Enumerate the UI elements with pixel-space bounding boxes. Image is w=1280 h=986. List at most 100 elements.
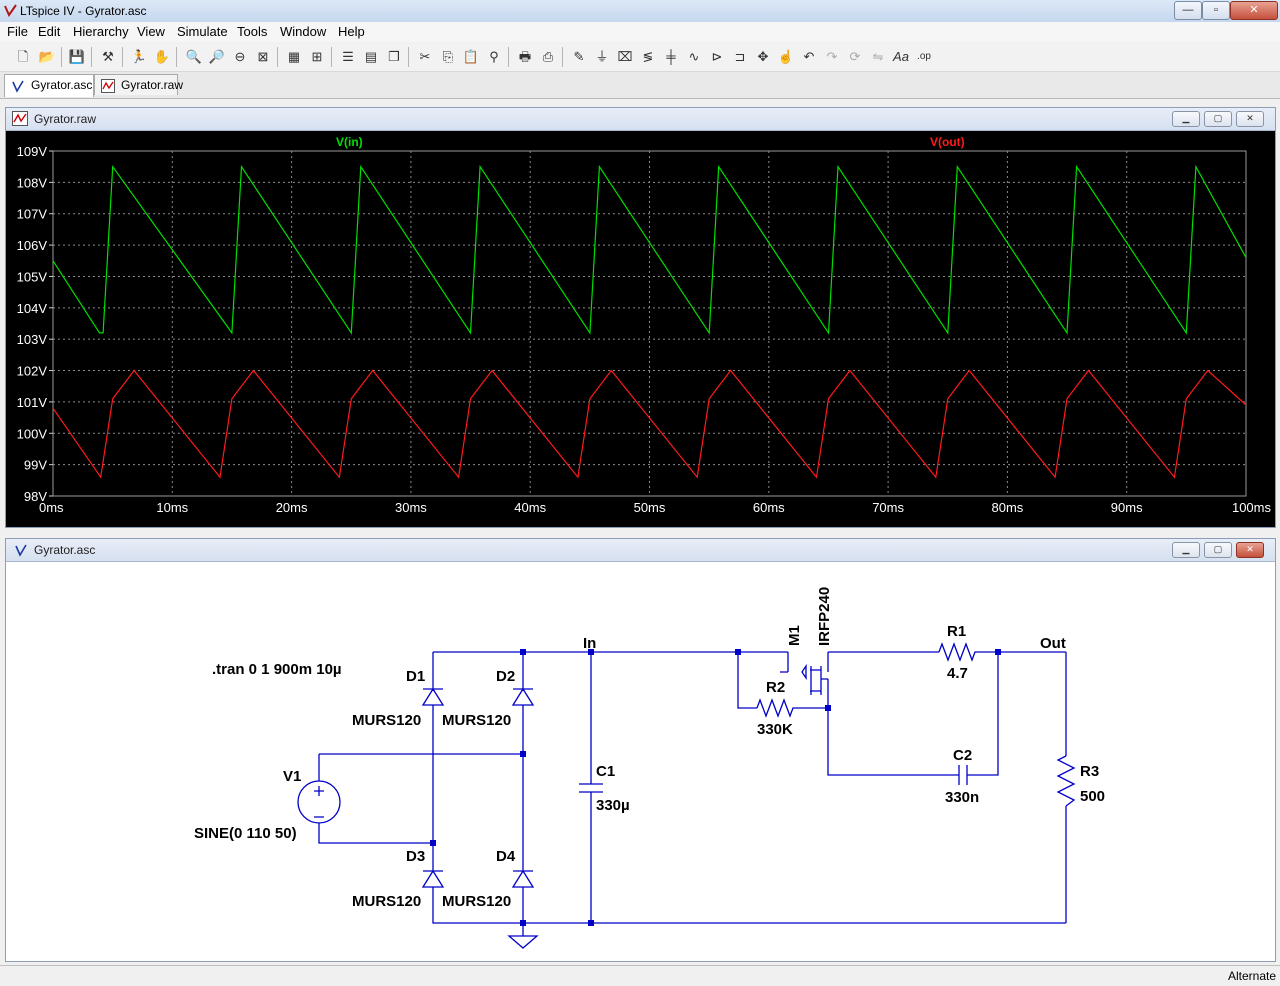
- waveform-close-button[interactable]: ✕: [1236, 111, 1264, 127]
- spice-directive-icon[interactable]: .op: [917, 51, 931, 62]
- label-net-icon[interactable]: ⌧: [617, 49, 633, 64]
- label-d3[interactable]: D3: [406, 848, 425, 865]
- cascade-icon[interactable]: ❐: [388, 49, 400, 64]
- zoom-in-icon[interactable]: 🔍: [185, 49, 203, 64]
- diode-d1[interactable]: [421, 687, 445, 706]
- net-label-in[interactable]: In: [583, 635, 596, 652]
- ground-symbol[interactable]: [507, 935, 539, 949]
- maximize-button[interactable]: ▫: [1202, 1, 1230, 20]
- capacitor-c2[interactable]: [958, 765, 968, 785]
- mirror-icon[interactable]: ⇋: [872, 49, 884, 64]
- wires[interactable]: [318, 651, 1067, 936]
- zoom-fit-icon[interactable]: ⊠: [257, 49, 269, 64]
- drag-icon[interactable]: ☝: [777, 49, 795, 64]
- menu-hierarchy[interactable]: Hierarchy: [73, 24, 129, 39]
- autorange-icon[interactable]: ▦: [287, 49, 301, 64]
- capacitor-icon[interactable]: ╪: [666, 49, 676, 64]
- capacitor-c1[interactable]: [579, 783, 603, 793]
- label-c1-value[interactable]: 330µ: [596, 797, 630, 814]
- label-r2[interactable]: R2: [766, 679, 785, 696]
- label-d4[interactable]: D4: [496, 848, 516, 865]
- tab-gyrator-asc[interactable]: Gyrator.asc: [4, 74, 94, 97]
- zoom-area-icon[interactable]: 🔎: [208, 49, 226, 64]
- menu-help[interactable]: Help: [338, 24, 365, 39]
- diode-d4[interactable]: [511, 869, 535, 888]
- label-r1-value[interactable]: 4.7: [947, 665, 968, 682]
- run-icon[interactable]: 🏃: [130, 49, 148, 64]
- menu-edit[interactable]: Edit: [38, 24, 61, 39]
- trace-label-vout[interactable]: V(out): [930, 135, 965, 149]
- text-icon[interactable]: Aa: [893, 49, 909, 64]
- label-v1[interactable]: V1: [283, 768, 301, 785]
- find-icon[interactable]: ⚲: [489, 49, 499, 64]
- tile-horizontal-icon[interactable]: ☰: [342, 49, 354, 64]
- label-m1[interactable]: M1: [786, 625, 803, 646]
- menu-simulate[interactable]: Simulate: [177, 24, 228, 39]
- print-icon[interactable]: ⎙: [542, 49, 554, 64]
- trace-vout[interactable]: [52, 369, 1247, 479]
- close-button[interactable]: ✕: [1230, 1, 1278, 20]
- waveform-restore-button[interactable]: ▢: [1204, 111, 1232, 127]
- label-c2[interactable]: C2: [953, 747, 972, 764]
- menu-view[interactable]: View: [137, 24, 165, 39]
- component-icon[interactable]: ⊐: [734, 49, 746, 64]
- menu-file[interactable]: File: [7, 24, 28, 39]
- label-d3-model[interactable]: MURS120: [352, 893, 421, 910]
- undo-icon[interactable]: ↶: [803, 49, 815, 64]
- diode-icon[interactable]: ⊳: [711, 49, 723, 64]
- label-r3[interactable]: R3: [1080, 763, 1099, 780]
- label-c1[interactable]: C1: [596, 763, 615, 780]
- menu-window[interactable]: Window: [280, 24, 327, 39]
- schematic-canvas[interactable]: .tran 0 1 900m 10µ D1 D2 MURS120 MURS120…: [6, 562, 1273, 960]
- wire-icon[interactable]: ✎: [573, 49, 585, 64]
- inductor-icon[interactable]: ∿: [688, 49, 700, 64]
- schematic-close-button[interactable]: ✕: [1236, 542, 1264, 558]
- resistor-r3[interactable]: [1056, 755, 1076, 807]
- schematic-minimize-button[interactable]: ▁: [1172, 542, 1200, 558]
- net-label-out[interactable]: Out: [1040, 635, 1066, 652]
- copy-icon[interactable]: ⎘: [442, 49, 454, 64]
- label-r3-value[interactable]: 500: [1080, 788, 1105, 805]
- halt-icon[interactable]: ✋: [153, 49, 171, 64]
- tab-gyrator-raw[interactable]: Gyrator.raw: [94, 74, 183, 95]
- label-m1-model[interactable]: IRFP240: [816, 587, 833, 646]
- label-d1[interactable]: D1: [406, 668, 425, 685]
- mosfet-m1[interactable]: [780, 652, 829, 695]
- minimize-button[interactable]: —: [1174, 1, 1202, 20]
- trace-label-vin[interactable]: V(in): [336, 135, 363, 149]
- cut-icon[interactable]: ✂: [419, 49, 431, 64]
- paste-icon[interactable]: 📋: [462, 49, 480, 64]
- rotate-icon[interactable]: ⟳: [849, 49, 861, 64]
- resistor-r1[interactable]: [938, 642, 978, 662]
- zoom-out-icon[interactable]: ⊖: [234, 49, 246, 64]
- tile-vertical-icon[interactable]: ▤: [364, 49, 378, 64]
- label-d2-model[interactable]: MURS120: [442, 712, 511, 729]
- waveform-minimize-button[interactable]: ▁: [1172, 111, 1200, 127]
- spice-directive[interactable]: .tran 0 1 900m 10µ: [212, 661, 342, 678]
- voltage-source-v1[interactable]: [297, 780, 341, 824]
- label-d4-model[interactable]: MURS120: [442, 893, 511, 910]
- label-c2-value[interactable]: 330n: [945, 789, 979, 806]
- ground-icon[interactable]: ⏚: [595, 49, 609, 64]
- resistor-icon[interactable]: ≶: [642, 49, 654, 64]
- label-v1-value[interactable]: SINE(0 110 50): [194, 825, 297, 842]
- grid-icon[interactable]: ⊞: [311, 49, 323, 64]
- new-schematic-icon[interactable]: 🗋: [17, 49, 29, 64]
- control-panel-icon[interactable]: ⚒: [102, 49, 114, 64]
- resistor-r2[interactable]: [756, 698, 795, 718]
- diode-d3[interactable]: [421, 869, 445, 888]
- trace-vin[interactable]: [52, 164, 1247, 335]
- schematic-restore-button[interactable]: ▢: [1204, 542, 1232, 558]
- move-icon[interactable]: ✥: [757, 49, 769, 64]
- print-setup-icon[interactable]: 🖶: [518, 49, 532, 64]
- label-r1[interactable]: R1: [947, 623, 966, 640]
- label-d2[interactable]: D2: [496, 668, 515, 685]
- menu-tools[interactable]: Tools: [237, 24, 268, 39]
- label-d1-model[interactable]: MURS120: [352, 712, 421, 729]
- label-r2-value[interactable]: 330K: [757, 721, 793, 738]
- open-icon[interactable]: 📂: [38, 49, 56, 64]
- diode-d2[interactable]: [511, 687, 535, 706]
- save-icon[interactable]: 💾: [68, 49, 86, 64]
- redo-icon[interactable]: ↷: [826, 49, 838, 64]
